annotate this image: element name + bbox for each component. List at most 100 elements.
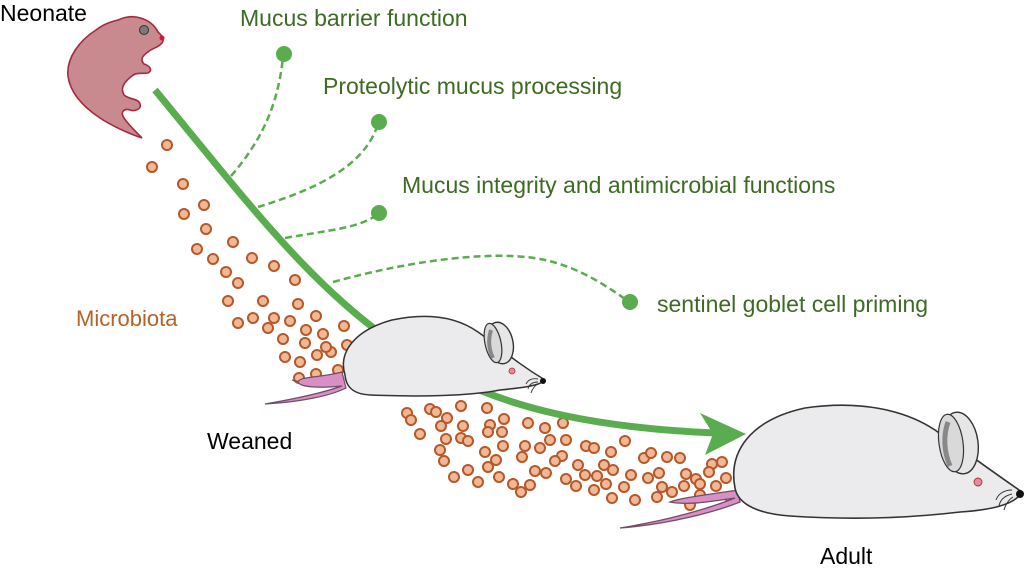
microbe-particle [220, 266, 232, 278]
function-label-proteolytic-processing: Proteolytic mucus processing [323, 73, 623, 99]
microbe-particle [222, 295, 234, 307]
microbe-particle [207, 253, 219, 265]
microbe-particle [268, 312, 280, 324]
function-connectors [230, 56, 629, 303]
microbe-particle [317, 328, 329, 340]
connector-proteolytic [257, 123, 380, 209]
function-label-mucus-barrier: Mucus barrier function [240, 5, 468, 31]
microbe-particle [434, 444, 446, 456]
microbe-particle [598, 459, 610, 471]
microbe-particle [462, 464, 474, 476]
microbe-particle [440, 433, 452, 445]
microbe-particle [472, 476, 484, 488]
microbe-particle [279, 351, 291, 363]
microbe-particle [482, 426, 494, 438]
trajectory-arrowhead-icon [700, 413, 746, 455]
microbe-particle [338, 320, 350, 332]
stage-label-neonate: Neonate [0, 0, 87, 26]
microbe-particle [651, 491, 663, 503]
microbe-particle [507, 478, 519, 490]
microbe-particle [645, 447, 657, 459]
microbe-particle [247, 312, 259, 324]
microbe-particle [177, 178, 189, 190]
endpoint-dot [622, 294, 638, 310]
microbe-particle [694, 478, 706, 490]
microbe-particle [257, 295, 269, 307]
microbe-particle [661, 451, 673, 463]
microbe-particle [490, 454, 502, 466]
microbe-particle [482, 461, 494, 473]
microbe-particle [710, 480, 722, 492]
microbe-particle [544, 434, 556, 446]
microbe-particle [540, 467, 552, 479]
function-label-integrity-antimicrobial: Mucus integrity and antimicrobial functi… [402, 172, 836, 198]
endpoint-dot [371, 114, 387, 130]
stage-label-adult: Adult [820, 543, 873, 569]
microbe-particle [479, 446, 491, 458]
microbe-particle [178, 208, 190, 220]
microbe-particle [498, 413, 510, 425]
microbe-particle [191, 243, 203, 255]
microbe-particle [268, 260, 280, 272]
microbe-particle [435, 420, 447, 432]
microbe-particle [560, 434, 572, 446]
microbe-particle [455, 400, 467, 412]
microbiota-particles [146, 139, 736, 511]
weaned-mouse-icon [264, 315, 547, 405]
function-label-sentinel-goblet: sentinel goblet cell priming [657, 291, 929, 317]
microbe-particle [522, 417, 534, 429]
microbe-particle [438, 455, 450, 467]
microbe-particle [570, 480, 582, 492]
microbe-particle [539, 422, 551, 434]
microbe-particle [457, 420, 469, 432]
endpoint-dot [276, 46, 292, 62]
microbe-particle [653, 467, 665, 479]
endpoint-dot [371, 205, 387, 221]
microbe-particle [703, 466, 715, 478]
microbe-particle [227, 236, 239, 248]
connector-mucus-barrier [230, 56, 285, 177]
microbe-particle [519, 440, 531, 452]
microbe-particle [246, 252, 258, 264]
microbe-particle [720, 472, 732, 484]
microbe-particle [605, 446, 617, 458]
connector-integrity [284, 213, 379, 240]
adult-mouse-icon [619, 404, 1024, 529]
microbe-particle [591, 470, 603, 482]
microbe-particle [607, 464, 619, 476]
microbe-particle [161, 139, 173, 151]
microbe-particle [680, 468, 692, 480]
microbe-particle [588, 442, 600, 454]
microbe-particle [560, 473, 572, 485]
microbe-particle [549, 455, 561, 467]
microbe-particle [289, 274, 301, 286]
microbe-particle [232, 317, 244, 329]
microbe-particle [300, 324, 312, 336]
microbe-particle [588, 484, 600, 496]
microbe-particle [441, 412, 453, 424]
microbe-particle [232, 277, 244, 289]
microbe-particle [481, 402, 493, 414]
microbe-particle [277, 333, 289, 345]
microbe-particle [448, 471, 460, 483]
microbe-particle [414, 428, 426, 440]
microbiota-label: Microbiota [76, 306, 178, 331]
microbe-particle [606, 492, 618, 504]
microbe-particle [198, 199, 210, 211]
microbe-particle [656, 481, 668, 493]
microbe-particle [310, 310, 322, 322]
microbe-particle [493, 471, 505, 483]
microbe-particle [618, 481, 630, 493]
microbe-particle [462, 435, 474, 447]
function-endpoints [276, 46, 638, 310]
stage-label-weaned: Weaned [207, 428, 293, 454]
microbe-particle [200, 223, 212, 235]
microbe-particle [311, 349, 323, 361]
microbe-particle [629, 494, 641, 506]
microbe-particle [642, 472, 654, 484]
microbe-particle [294, 356, 306, 368]
microbe-particle [496, 426, 508, 438]
microbe-particle [524, 479, 536, 491]
